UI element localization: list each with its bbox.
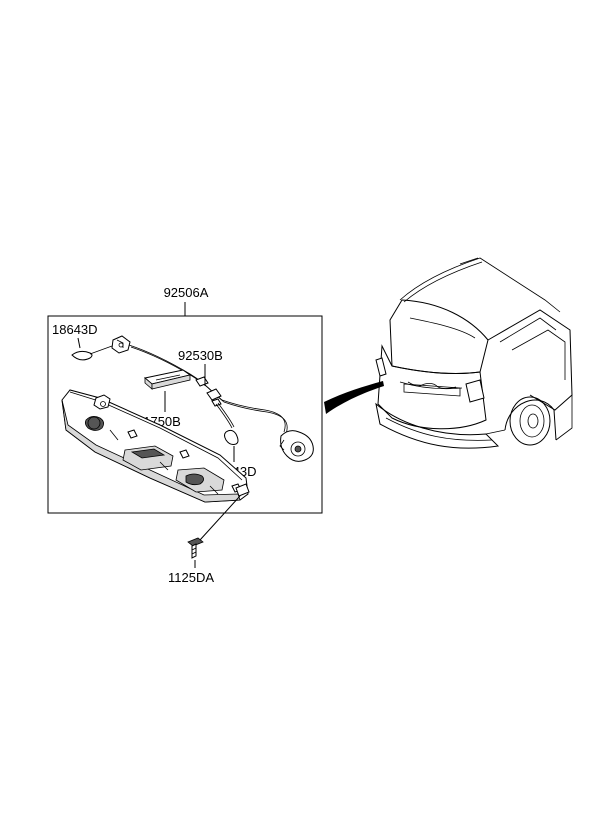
label-1125DA: 1125DA — [168, 570, 214, 585]
leader-screw-to-garnish — [199, 495, 241, 541]
location-arrow — [324, 381, 384, 414]
label-92530B: 92530B — [178, 348, 223, 363]
harness-connector-top — [111, 335, 131, 354]
wiring-harness — [128, 344, 288, 435]
label-18643D-left: 18643D — [52, 322, 98, 337]
lens-81750B — [143, 369, 192, 390]
tailgate-garnish — [61, 389, 250, 503]
bulb-socket-left — [71, 345, 113, 361]
screw-1125DA — [187, 537, 204, 559]
label-92506A: 92506A — [164, 285, 209, 300]
vehicle-rear-illustration — [375, 257, 573, 449]
bulb-socket-right — [224, 429, 239, 445]
assembly-frame — [47, 315, 323, 514]
leader-18643D-left — [77, 337, 81, 349]
harness-connector-end — [279, 430, 314, 462]
